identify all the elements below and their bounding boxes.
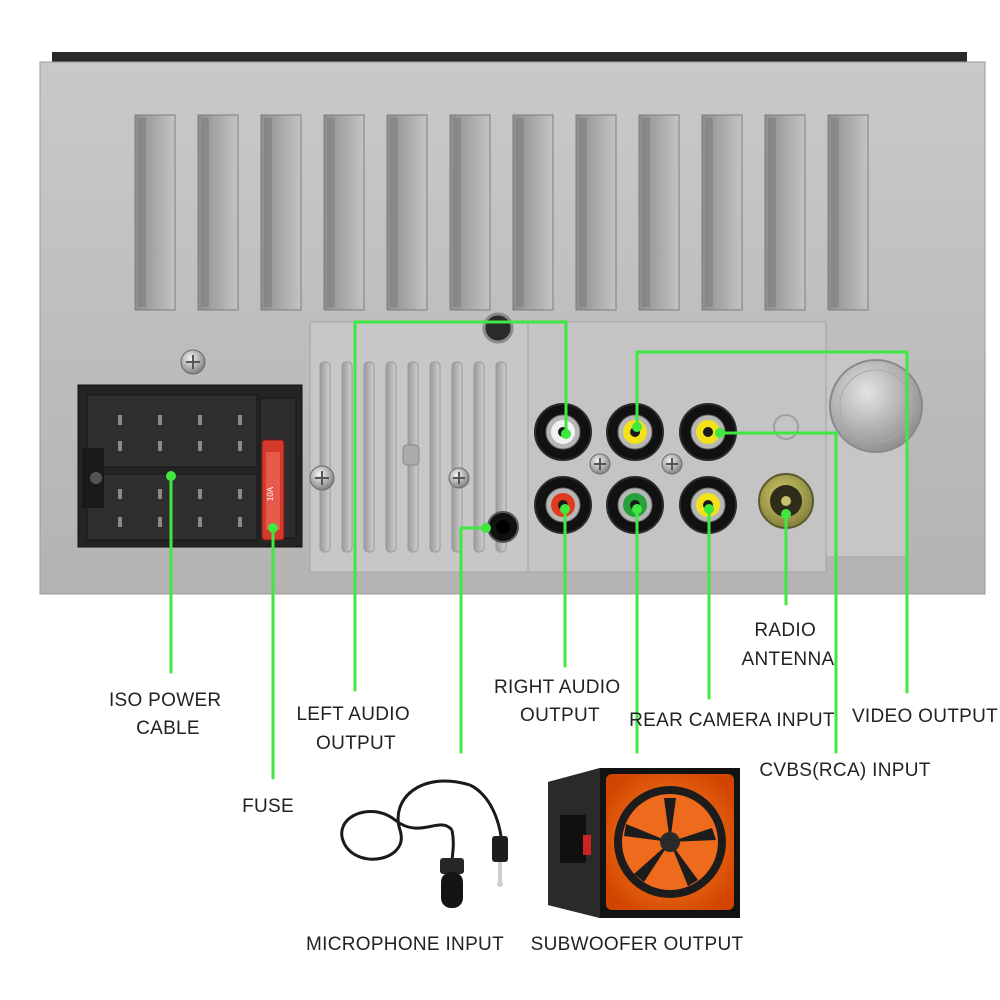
mounting-screw-icon — [589, 453, 611, 475]
mounting-screw-icon — [309, 465, 335, 491]
rca-jack-yellow-icon — [679, 403, 737, 461]
iso-pin — [118, 415, 122, 425]
label-subwoofer-output: SUBWOOFER OUTPUT — [531, 934, 744, 955]
mounting-hole-icon — [773, 414, 799, 440]
iso-pin — [238, 517, 242, 527]
iso-pin — [158, 441, 162, 451]
iso-pin — [198, 415, 202, 425]
label-right-audio-output: RIGHT AUDIO OUTPUT — [494, 677, 626, 726]
mounting-screw-icon — [448, 467, 470, 489]
label-rear-camera-input: REAR CAMERA INPUT — [629, 710, 835, 731]
radio-antenna-socket-icon — [758, 473, 814, 529]
iso-pin — [118, 517, 122, 527]
vent-rib — [495, 361, 507, 553]
vent-rib — [473, 361, 485, 553]
iso-pin — [158, 415, 162, 425]
mounting-screw-icon — [661, 453, 683, 475]
iso-pin — [118, 441, 122, 451]
label-left-audio-output: LEFT AUDIO OUTPUT — [296, 704, 415, 754]
vent-rib — [429, 361, 441, 553]
leader-microphone-input — [459, 526, 488, 754]
leader-cvbs-rca-input — [718, 431, 838, 754]
label-video-output: VIDEO OUTPUT — [852, 706, 998, 727]
iso-pin — [238, 441, 242, 451]
vent-rib — [451, 361, 463, 553]
iso-pin — [158, 517, 162, 527]
leader-end-dots — [166, 422, 791, 533]
iso-pin — [118, 489, 122, 499]
label-cvbs-rca-input: CVBS(RCA) INPUT — [759, 760, 930, 781]
label-iso-power-cable: ISO POWER CABLE — [109, 690, 227, 739]
vent-rib — [385, 361, 397, 553]
svg-text:10A: 10A — [266, 486, 275, 501]
subwoofer-box-icon — [548, 768, 740, 918]
rca-jack-yellow-icon — [606, 403, 664, 461]
vent-rib — [341, 361, 353, 553]
antenna-knob-icon — [829, 359, 923, 453]
lavalier-microphone-icon — [340, 779, 508, 908]
mounting-screw-icon — [180, 349, 206, 375]
label-radio-antenna: RADIO ANTENNA — [742, 620, 835, 670]
mounting-hole-icon — [482, 312, 514, 344]
iso-pin — [198, 441, 202, 451]
iso-pin — [198, 517, 202, 527]
microphone-jack-icon — [487, 511, 519, 543]
iso-pin — [158, 489, 162, 499]
iso-pin — [238, 489, 242, 499]
label-microphone-input: MICROPHONE INPUT — [306, 934, 504, 955]
leader-left-audio-output — [353, 320, 568, 692]
iso-pin — [238, 415, 242, 425]
iso-pin — [198, 489, 202, 499]
heat-sink-vents — [134, 114, 869, 311]
label-fuse: FUSE — [242, 796, 294, 817]
ventilation-ribs — [319, 361, 507, 553]
vent-rib — [319, 361, 331, 553]
mounting-tab-icon — [402, 444, 420, 466]
leader-lines — [169, 320, 909, 780]
leader-video-output — [635, 350, 909, 694]
vent-rib — [363, 361, 375, 553]
